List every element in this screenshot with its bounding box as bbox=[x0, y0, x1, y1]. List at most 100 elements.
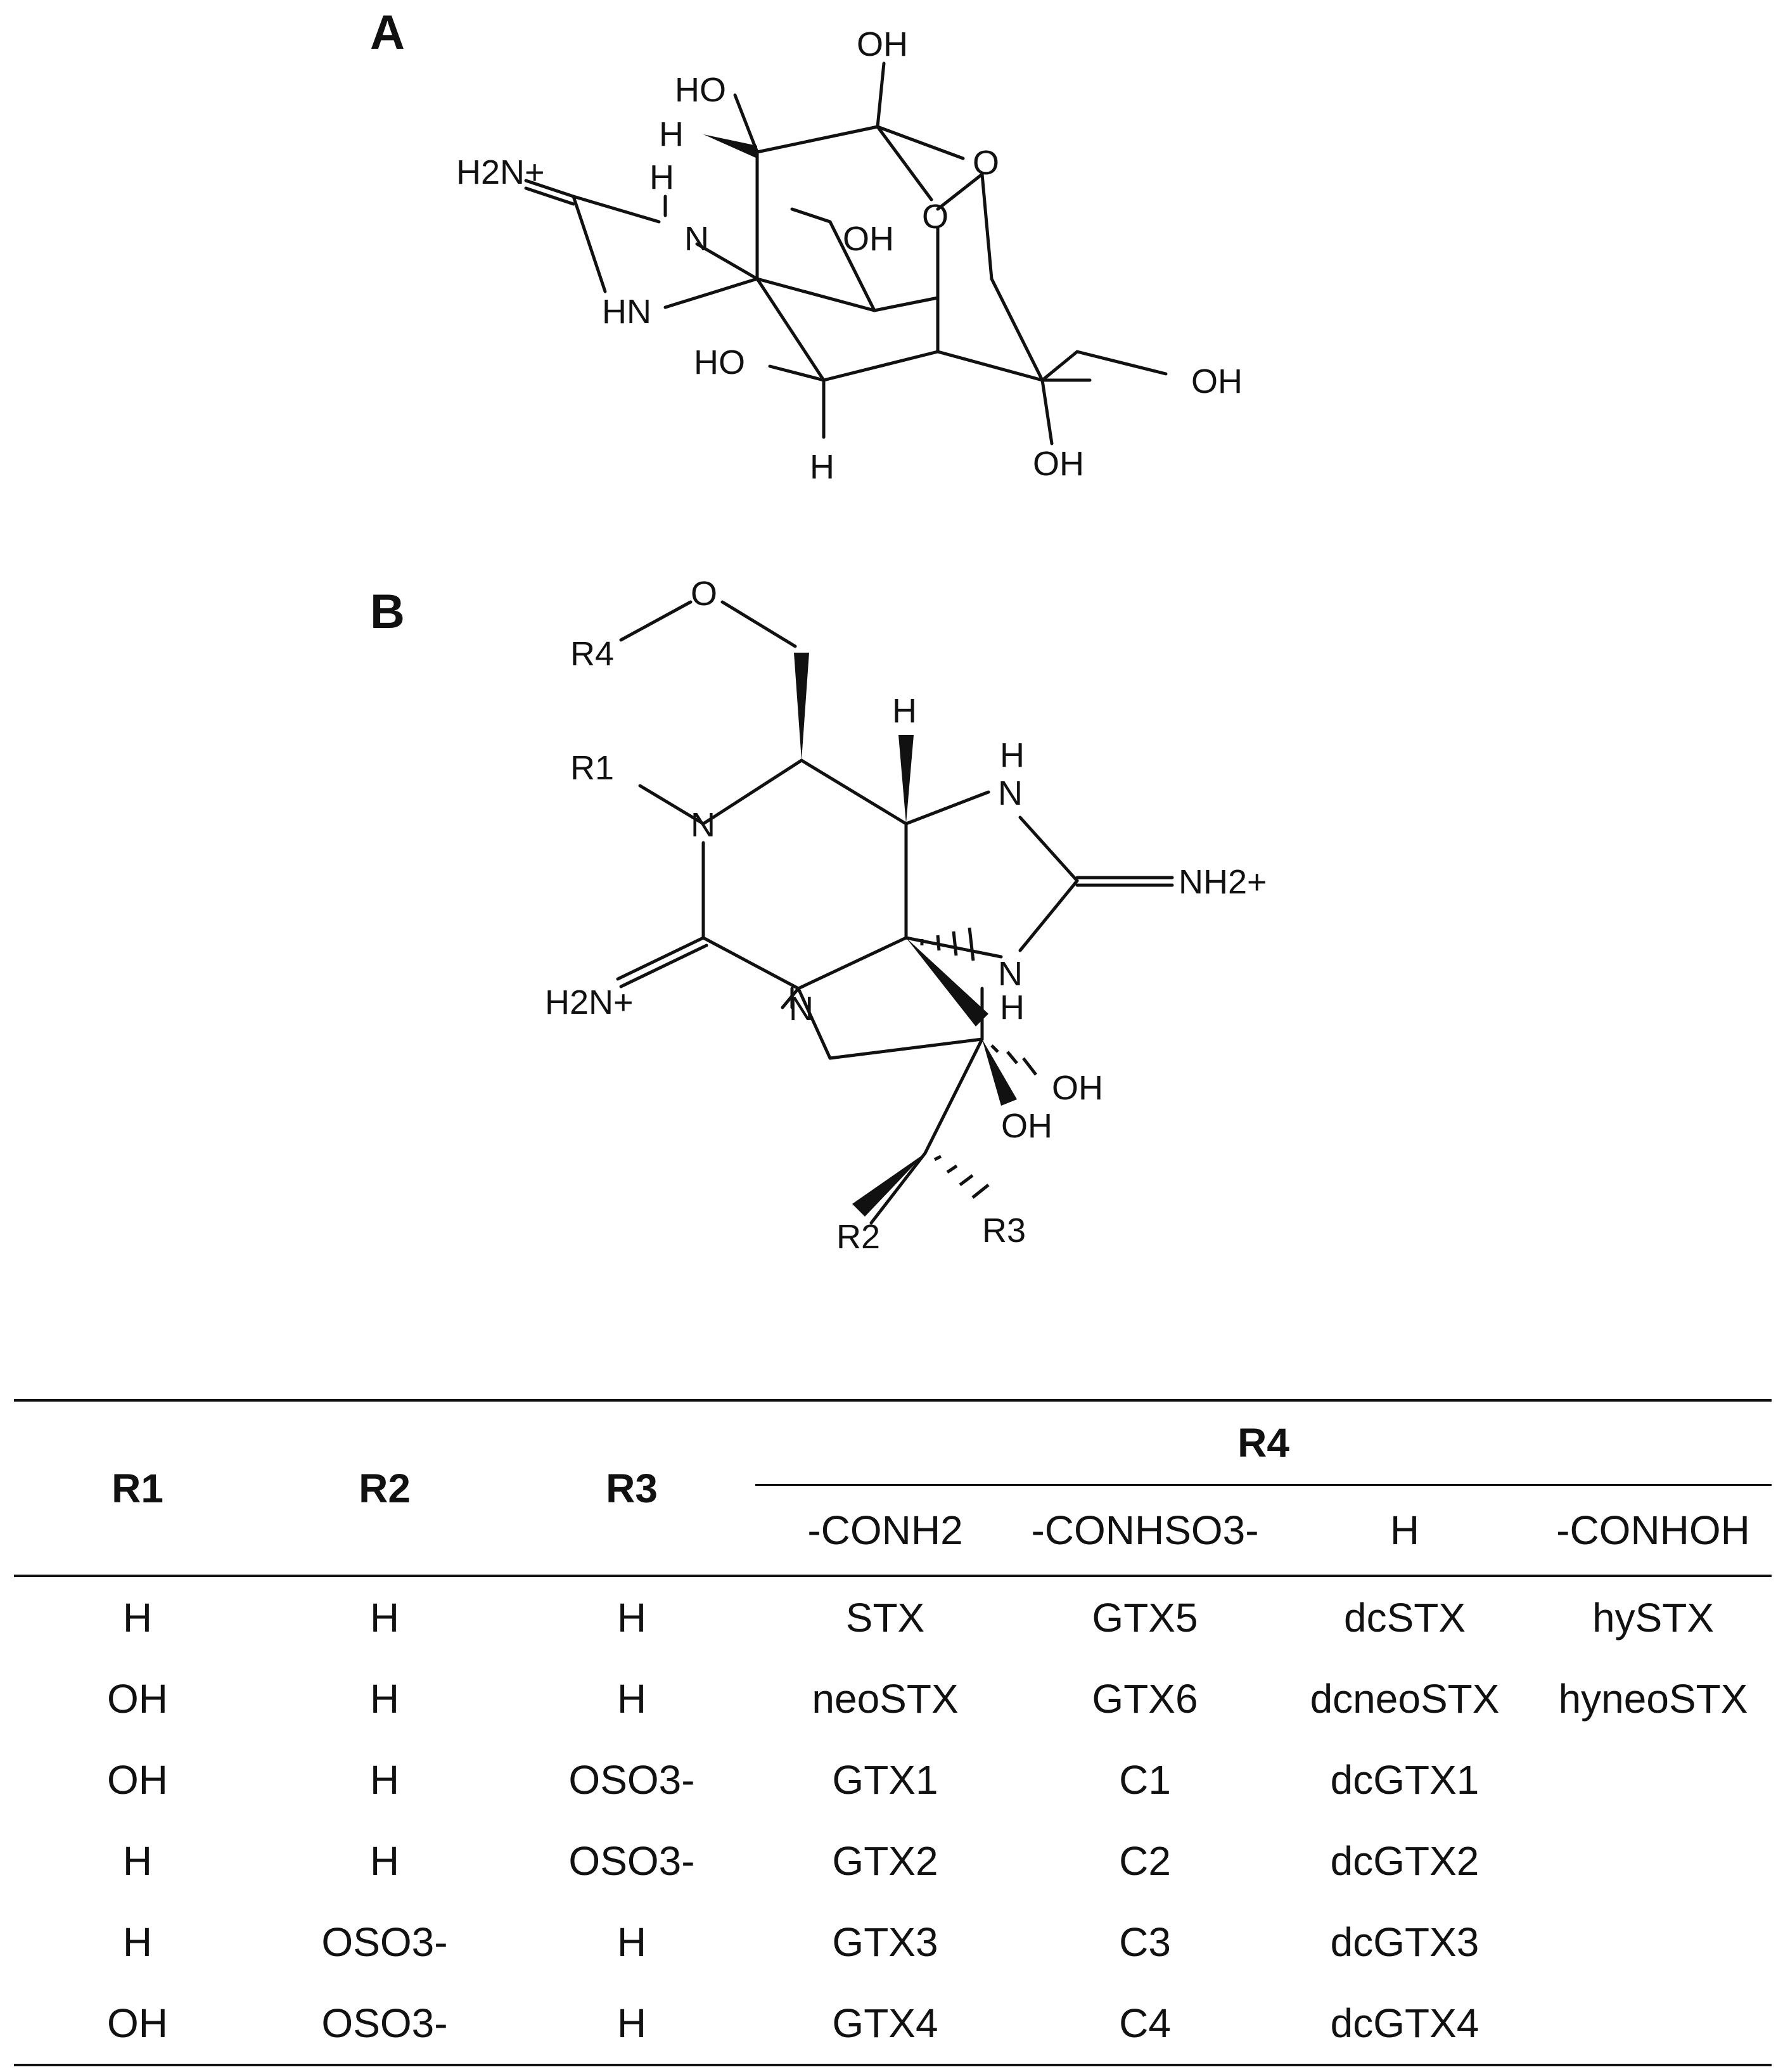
atom-label: HO bbox=[675, 71, 726, 109]
atom-label: R2 bbox=[836, 1218, 880, 1256]
atom-label: O bbox=[973, 144, 999, 182]
bond bbox=[695, 242, 759, 281]
cell-conhso3: GTX6 bbox=[1092, 1676, 1198, 1722]
header-conhso3: -CONHSO3- bbox=[1015, 1485, 1275, 1577]
wedge-bond bbox=[906, 938, 988, 1026]
bond bbox=[524, 179, 575, 198]
atom-label: OH bbox=[1052, 1069, 1103, 1107]
bond bbox=[755, 277, 826, 382]
bond bbox=[876, 125, 965, 160]
bond bbox=[936, 350, 1044, 382]
bond bbox=[980, 172, 994, 281]
cell-r3: H bbox=[617, 1676, 647, 1722]
bond bbox=[876, 61, 886, 129]
cell-conh2: STX bbox=[845, 1595, 925, 1640]
bond bbox=[923, 1037, 984, 1155]
cell-r1: H bbox=[122, 1838, 153, 1884]
hash-bond bbox=[946, 1164, 958, 1174]
cell-conh2: GTX1 bbox=[832, 1757, 938, 1803]
cell-conhoh bbox=[1535, 1820, 1772, 1902]
cell-h: dcGTX2 bbox=[1330, 1838, 1479, 1884]
cell-h: dcGTX4 bbox=[1275, 1983, 1535, 2066]
cell-r2: OSO3- bbox=[321, 1919, 448, 1965]
cell-r1: H bbox=[122, 1595, 153, 1640]
atom-label: N bbox=[998, 955, 1023, 993]
cell-conh2: neoSTX bbox=[812, 1676, 959, 1722]
bond bbox=[990, 277, 1044, 382]
atom-label: H bbox=[810, 448, 834, 486]
hash-bond bbox=[968, 927, 975, 961]
bond bbox=[1040, 378, 1054, 445]
bond bbox=[701, 758, 803, 826]
bond bbox=[616, 936, 705, 981]
cell-conhoh: hyneoSTX bbox=[1558, 1676, 1748, 1722]
hash-bond bbox=[971, 1184, 990, 1199]
atom-label: OH bbox=[857, 25, 908, 63]
atom-label: OH bbox=[843, 220, 894, 258]
cell-r2: H bbox=[369, 1595, 400, 1640]
table-row: H H OSO3- GTX2 C2 dcGTX2 bbox=[14, 1820, 1772, 1902]
cell-r3: H bbox=[617, 1595, 647, 1640]
bond bbox=[572, 195, 607, 293]
header-r2: R2 bbox=[261, 1399, 508, 1577]
table-row: H OSO3- H GTX3 C3 dcGTX3 bbox=[14, 1902, 1772, 1983]
bond bbox=[1075, 350, 1168, 376]
atom-label: H bbox=[659, 115, 684, 153]
hash-bond bbox=[1006, 1051, 1018, 1065]
cell-conh2: GTX3 bbox=[832, 1919, 938, 1965]
bond bbox=[1040, 350, 1079, 382]
hash-bond bbox=[933, 1154, 942, 1161]
bond bbox=[828, 1037, 984, 1060]
cell-r2: H bbox=[369, 1757, 400, 1803]
structure-a: OH HO H O H2N+ H N OH O HN HO OH H OH bbox=[456, 25, 1243, 486]
cell-r1: H bbox=[122, 1919, 153, 1965]
panel-label-a: A bbox=[370, 6, 405, 60]
cell-conh2: GTX4 bbox=[755, 1983, 1015, 2066]
atom-label: N bbox=[789, 990, 814, 1028]
bond bbox=[720, 600, 797, 648]
header-r1: R1 bbox=[14, 1399, 261, 1577]
cell-r1: OH bbox=[14, 1983, 261, 2066]
hash-bond bbox=[990, 1044, 999, 1053]
bond bbox=[869, 1151, 927, 1225]
atom-label: R4 bbox=[570, 635, 614, 673]
bond bbox=[936, 172, 984, 211]
cell-conhoh bbox=[1535, 1902, 1772, 1983]
cell-r2: H bbox=[369, 1838, 400, 1884]
atom-label: H bbox=[892, 692, 917, 730]
bond bbox=[904, 790, 990, 826]
cell-h: dcneoSTX bbox=[1310, 1676, 1500, 1722]
hash-bond bbox=[1022, 1057, 1037, 1076]
wedge-bond bbox=[898, 735, 914, 824]
cell-r2: OSO3- bbox=[261, 1983, 508, 2066]
structure-b: O R4 H H N R1 N NH2+ H2N+ N N H OH OH R2… bbox=[545, 575, 1267, 1256]
cell-h: dcGTX1 bbox=[1330, 1757, 1479, 1803]
atom-label: N bbox=[691, 806, 715, 844]
cell-conhso3: GTX5 bbox=[1092, 1595, 1198, 1640]
cell-conhso3: C1 bbox=[1119, 1757, 1171, 1803]
header-h: H bbox=[1275, 1485, 1535, 1577]
header-conh2: -CONH2 bbox=[755, 1485, 1015, 1577]
cell-r3: H bbox=[508, 1983, 755, 2066]
hash-bond bbox=[959, 1174, 974, 1186]
cell-r3: OSO3- bbox=[568, 1757, 695, 1803]
bond bbox=[619, 600, 693, 642]
table-row: OH H H neoSTX GTX6 dcneoSTX hyneoSTX bbox=[14, 1658, 1772, 1739]
bond bbox=[1018, 879, 1079, 952]
bond bbox=[872, 296, 940, 312]
cell-conhso3: C4 bbox=[1015, 1983, 1275, 2066]
atom-label: OH bbox=[1001, 1107, 1052, 1145]
substituent-table: R1 R2 R3 R4 -CONH2 -CONHSO3- H -CONHOH H… bbox=[14, 1399, 1772, 2066]
atom-label: HN bbox=[602, 293, 651, 331]
atom-label: OH bbox=[1033, 445, 1084, 483]
bond bbox=[822, 350, 940, 382]
cell-r1: OH bbox=[107, 1676, 168, 1722]
header-conhoh: -CONHOH bbox=[1535, 1485, 1772, 1577]
cell-conhoh bbox=[1535, 1983, 1772, 2066]
atom-label: H bbox=[1000, 736, 1025, 774]
bond bbox=[796, 987, 832, 1060]
wedge-bond bbox=[794, 653, 809, 760]
atom-label: N bbox=[684, 220, 709, 258]
atom-label: HO bbox=[694, 343, 745, 381]
atom-label: H bbox=[649, 158, 674, 196]
